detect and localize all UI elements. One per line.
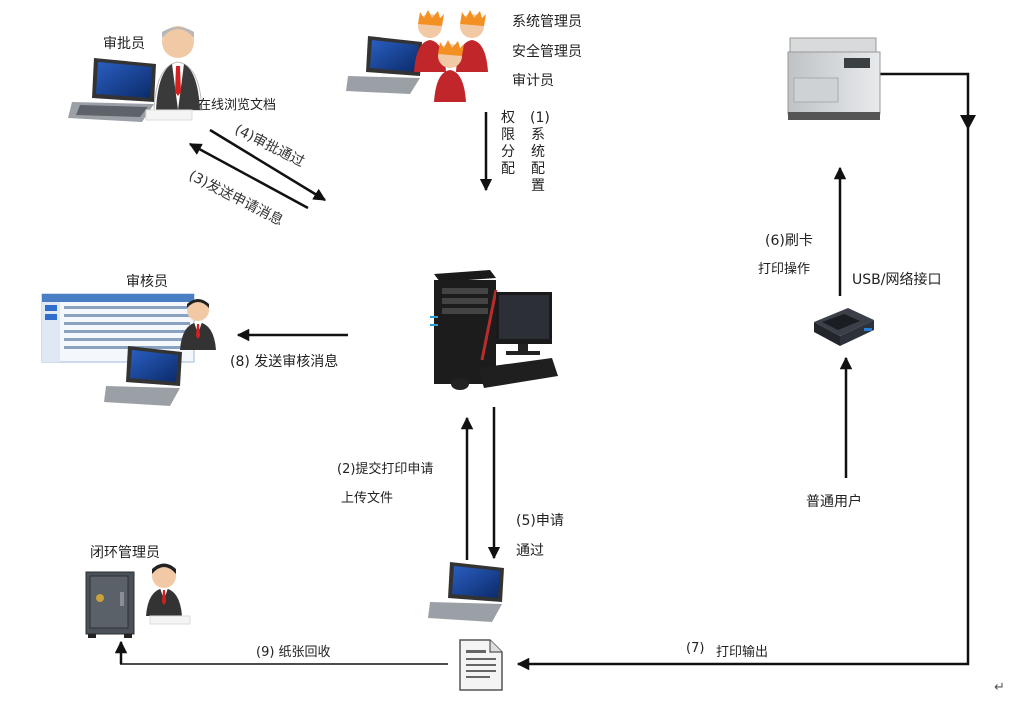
keyboard-icon — [149, 615, 191, 625]
laptop-icon — [68, 58, 156, 122]
print-output-label: 打印输出 — [716, 645, 769, 660]
card-reader-icon — [814, 308, 874, 346]
request-pass-label-2: 通过 — [516, 543, 544, 559]
submit-request-label: (2)提交打印申请 — [337, 462, 434, 477]
admin-person-icon — [456, 10, 488, 72]
closed-loop-admin-label: 闭环管理员 — [90, 545, 160, 561]
sys-config-label: (1)系统配置 — [530, 110, 550, 194]
normal-user-label: 普通用户 — [806, 494, 862, 510]
server-computer-icon — [430, 270, 498, 384]
auditor-person-icon — [180, 299, 216, 350]
paragraph-mark: ↵ — [994, 680, 1005, 695]
print-op-label: 打印操作 — [758, 262, 811, 277]
sysadmin-label: 系统管理员 — [512, 14, 582, 30]
auditor-label: 审核员 — [126, 274, 168, 290]
laptop-icon — [428, 562, 504, 622]
arrow-print-output — [516, 72, 970, 671]
laptop-icon — [104, 346, 182, 406]
secadmin-label: 安全管理员 — [512, 44, 582, 60]
swipe-card-label: (6)刷卡 — [765, 233, 813, 249]
upload-file-label: 上传文件 — [341, 491, 394, 506]
perm-assign-label: 权限分配 — [501, 110, 515, 177]
monitor-icon — [496, 292, 552, 355]
flow-arrows — [114, 72, 970, 671]
printer-icon — [787, 37, 881, 120]
approver-label: 审批员 — [103, 36, 145, 52]
keyboard-mouse-icon — [451, 358, 558, 390]
arrow-send-request — [188, 142, 309, 210]
approver-person-icon — [153, 26, 203, 111]
arrow-approve-pass — [209, 128, 327, 202]
admin-person-icon — [414, 10, 446, 72]
laptop-icon — [346, 36, 422, 94]
send-audit-label: (8) 发送审核消息 — [230, 354, 339, 370]
printer-path-arrowhead — [960, 115, 976, 130]
usb-port-label: USB/网络接口 — [852, 272, 942, 288]
closed-loop-admin-person-icon — [146, 563, 182, 616]
keyboard-icon — [145, 109, 193, 121]
request-pass-label-1: (5)申请 — [516, 513, 564, 529]
paper-recycle-label: (9) 纸张回收 — [256, 645, 331, 660]
audit-role-label: 审计员 — [512, 73, 554, 89]
safe-cabinet-icon — [85, 571, 135, 638]
admin-person-icon — [434, 40, 466, 102]
document-icon — [459, 639, 503, 691]
print-output-num-label: (7) — [686, 641, 705, 656]
browse-docs-label: 在线浏览文档 — [198, 98, 277, 113]
